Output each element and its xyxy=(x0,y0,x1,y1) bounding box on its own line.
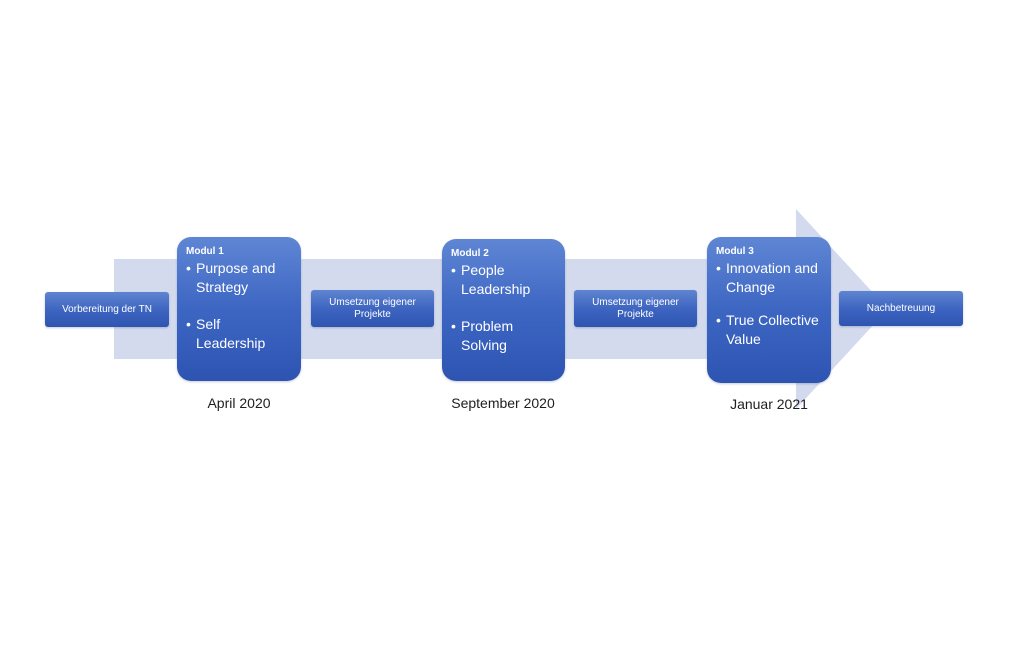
module-3-topic-1-text: Innovation and Change xyxy=(726,260,818,295)
step-implementation-2-label: Umsetzung eigener Projekte xyxy=(592,296,679,320)
module-2-topic-1-text: People Leadership xyxy=(461,262,531,297)
module-1-topic-1-text: Purpose and Strategy xyxy=(196,260,276,295)
module-3-topic-2: • True Collective Value xyxy=(716,311,823,349)
module-2-date: September 2020 xyxy=(451,395,555,411)
step-implementation-2: Umsetzung eigener Projekte xyxy=(574,290,697,327)
module-3-title: Modul 3 xyxy=(716,246,754,257)
step-follow-up: Nachbetreuung xyxy=(839,291,963,326)
module-3-topic-2-text: True Collective Value xyxy=(726,312,819,347)
module-3-card: Modul 3 • Innovation and Change • True C… xyxy=(707,237,831,383)
step-follow-up-label: Nachbetreuung xyxy=(866,302,936,314)
module-2-topic-2: • Problem Solving xyxy=(451,317,557,355)
module-1-topic-2-text: Self Leadership xyxy=(196,316,266,351)
step-preparation: Vorbereitung der TN xyxy=(45,292,169,327)
module-1-topic-2: • Self Leadership xyxy=(186,315,293,353)
bullet-icon: • xyxy=(186,260,191,276)
module-1-date: April 2020 xyxy=(207,395,271,411)
bullet-icon: • xyxy=(186,316,191,332)
bullet-icon: • xyxy=(451,318,456,334)
module-2-title: Modul 2 xyxy=(451,248,489,259)
step-implementation-1: Umsetzung eigener Projekte xyxy=(311,290,434,327)
bullet-icon: • xyxy=(716,312,721,328)
module-1-card: Modul 1 • Purpose and Strategy • Self Le… xyxy=(177,237,301,381)
module-3-date: Januar 2021 xyxy=(730,396,808,412)
bullet-icon: • xyxy=(716,260,721,276)
step-preparation-label: Vorbereitung der TN xyxy=(62,303,152,315)
step-implementation-1-label: Umsetzung eigener Projekte xyxy=(329,296,416,320)
module-2-card: Modul 2 • People Leadership • Problem So… xyxy=(442,239,565,381)
module-2-topic-2-text: Problem Solving xyxy=(461,318,514,353)
module-3-topic-1: • Innovation and Change xyxy=(716,259,823,297)
module-1-topic-1: • Purpose and Strategy xyxy=(186,259,293,297)
bullet-icon: • xyxy=(451,262,456,278)
module-1-title: Modul 1 xyxy=(186,246,224,257)
module-2-topic-1: • People Leadership xyxy=(451,261,557,299)
